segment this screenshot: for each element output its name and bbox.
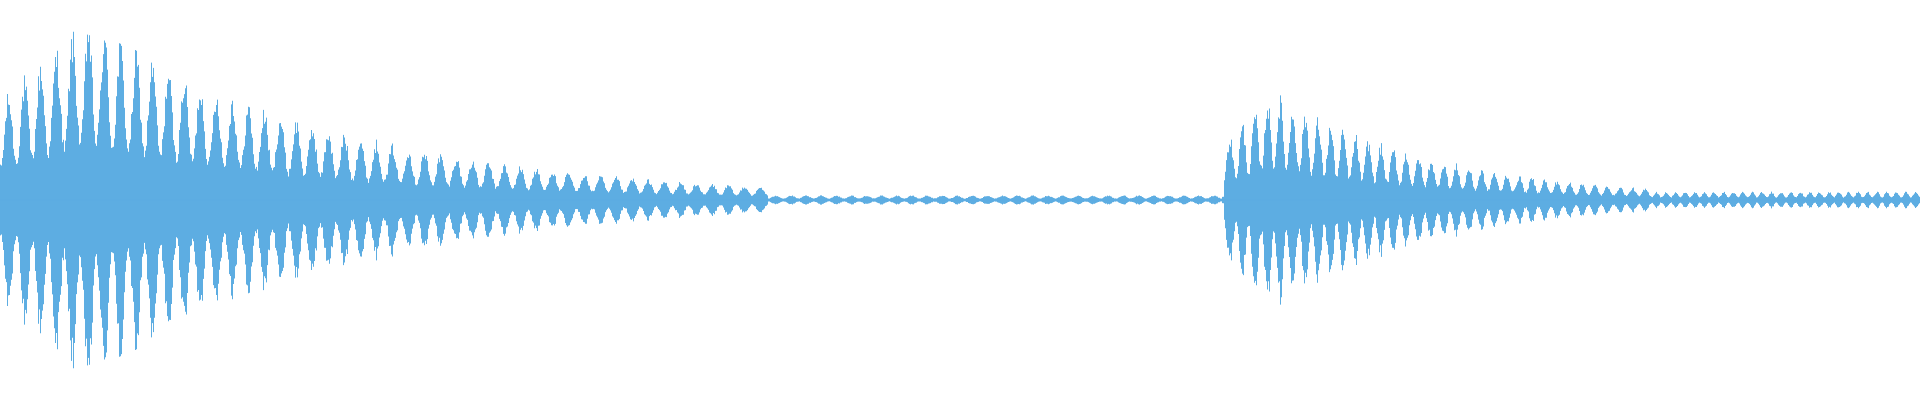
audio-waveform-view[interactable] xyxy=(0,0,1920,400)
waveform-canvas[interactable] xyxy=(0,0,1920,400)
